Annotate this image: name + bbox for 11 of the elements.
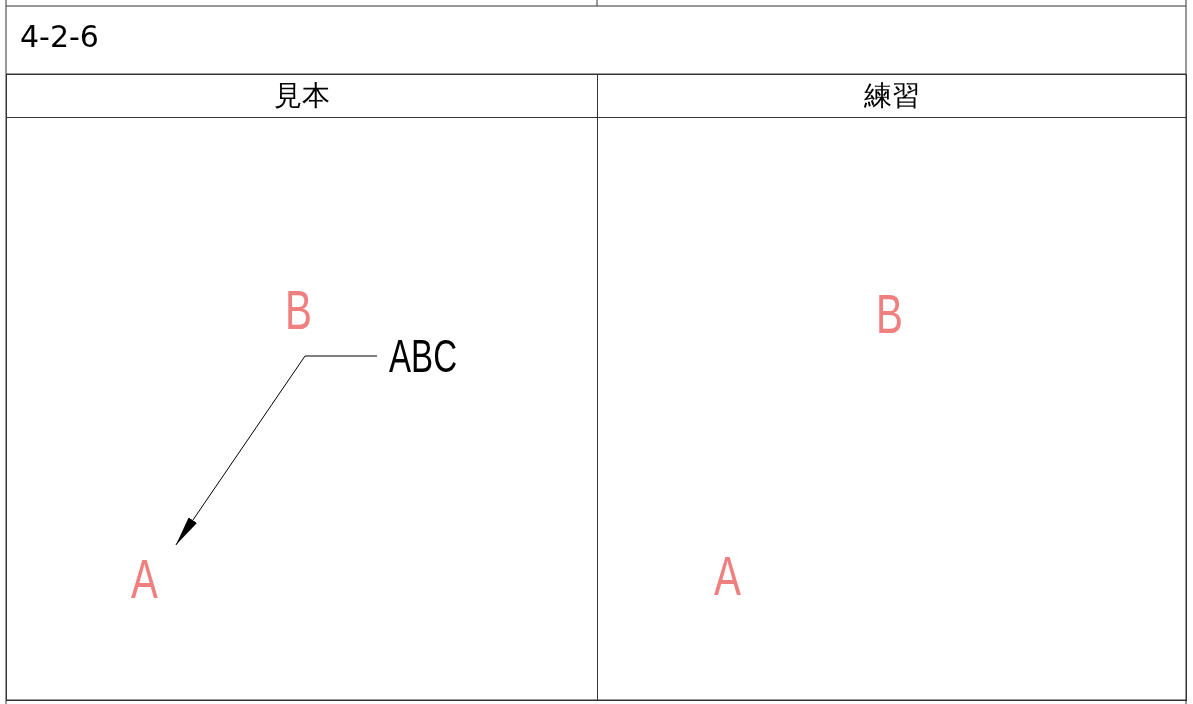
- panel: [597, 74, 1187, 701]
- point-label: A: [125, 545, 176, 613]
- panel: [6, 74, 598, 701]
- column-header: 見本: [274, 82, 330, 110]
- point-label: B: [876, 286, 903, 342]
- leader-line: [175, 355, 378, 546]
- column-header: 練習: [864, 82, 920, 110]
- point-label: A: [714, 548, 741, 604]
- point-label: B: [285, 282, 312, 338]
- title: 4-2-6: [20, 22, 99, 52]
- callout-text: ABC: [389, 333, 458, 379]
